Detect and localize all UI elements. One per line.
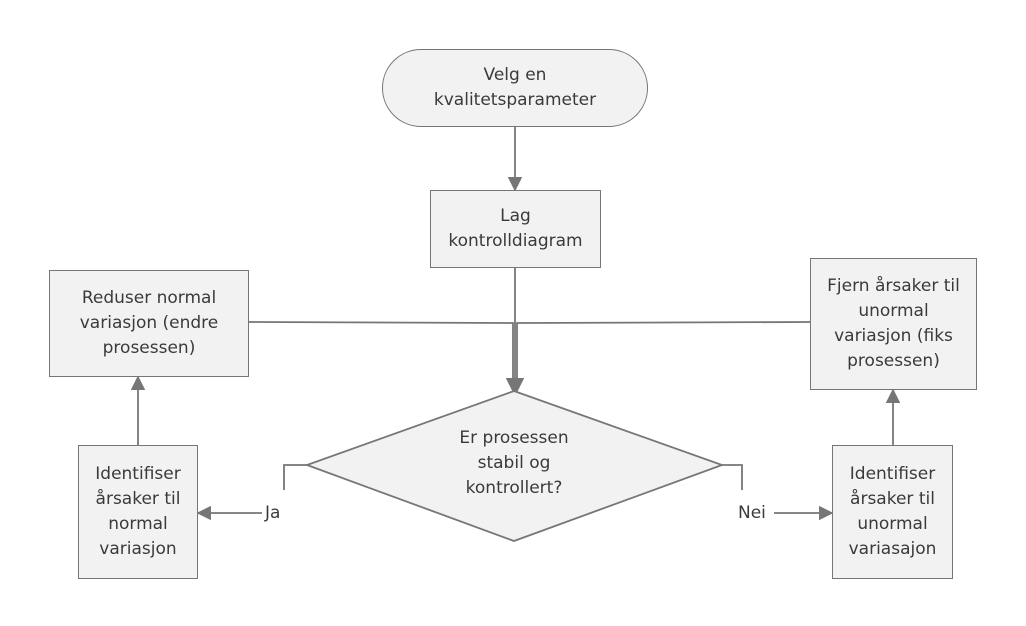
- reduce-normal-variation-box: Reduser normal variasjon (endre prosesse…: [49, 270, 249, 377]
- connector-no-stub: [722, 464, 743, 490]
- make-chart-text-line: Lag: [500, 206, 531, 226]
- identify-normal-causes-box: Identifiser årsaker til normal variasjon: [78, 445, 198, 579]
- no-label: Nei: [736, 502, 768, 524]
- make-control-chart-box: Lag kontrolldiagram: [430, 190, 601, 268]
- connector-yes-stub: [283, 464, 307, 490]
- start-text-line: kvalitetsparameter: [433, 90, 597, 110]
- reduce-normal-text-line: variasjon (endre: [79, 313, 219, 333]
- identify-abnormal-text-line: variasajon: [848, 539, 937, 559]
- start-terminal: Velg en kvalitetsparameter: [382, 49, 648, 127]
- remove-abnormal-text-line: prosessen): [847, 351, 940, 371]
- make-chart-text-line: kontrolldiagram: [448, 231, 583, 251]
- reduce-normal-text-line: Reduser normal: [81, 288, 217, 308]
- reduce-normal-text-line: prosessen): [102, 338, 196, 358]
- identify-normal-text-line: årsaker til: [95, 489, 181, 509]
- yes-label: Ja: [263, 502, 283, 524]
- identify-normal-text-line: Identifiser: [95, 464, 181, 484]
- identify-abnormal-text-line: unormal: [857, 514, 928, 534]
- start-text-line: Velg en: [483, 65, 547, 85]
- identify-abnormal-causes-box: Identifiser årsaker til unormal variasaj…: [832, 445, 953, 579]
- decision-diamond: [304, 390, 725, 542]
- connector-loop-right: [509, 321, 811, 393]
- identify-abnormal-text-line: årsaker til: [850, 489, 935, 509]
- decision-text-line: kontrollert?: [465, 478, 563, 498]
- identify-normal-text-line: normal: [108, 514, 168, 534]
- remove-abnormal-variation-box: Fjern årsaker til unormal variasjon (fik…: [810, 258, 977, 390]
- decision-text-line: stabil og: [477, 453, 551, 473]
- decision-text: Er prosessen stabil og kontrollert?: [400, 426, 628, 501]
- connector-loop-left: [248, 321, 521, 393]
- identify-normal-text-line: variasjon: [99, 539, 177, 559]
- decision-text-line: Er prosessen: [459, 428, 569, 448]
- identify-abnormal-text-line: Identifiser: [849, 464, 936, 484]
- remove-abnormal-text-line: unormal: [858, 301, 929, 321]
- remove-abnormal-text-line: variasjon (fiks: [834, 326, 953, 346]
- remove-abnormal-text-line: Fjern årsaker til: [827, 276, 960, 296]
